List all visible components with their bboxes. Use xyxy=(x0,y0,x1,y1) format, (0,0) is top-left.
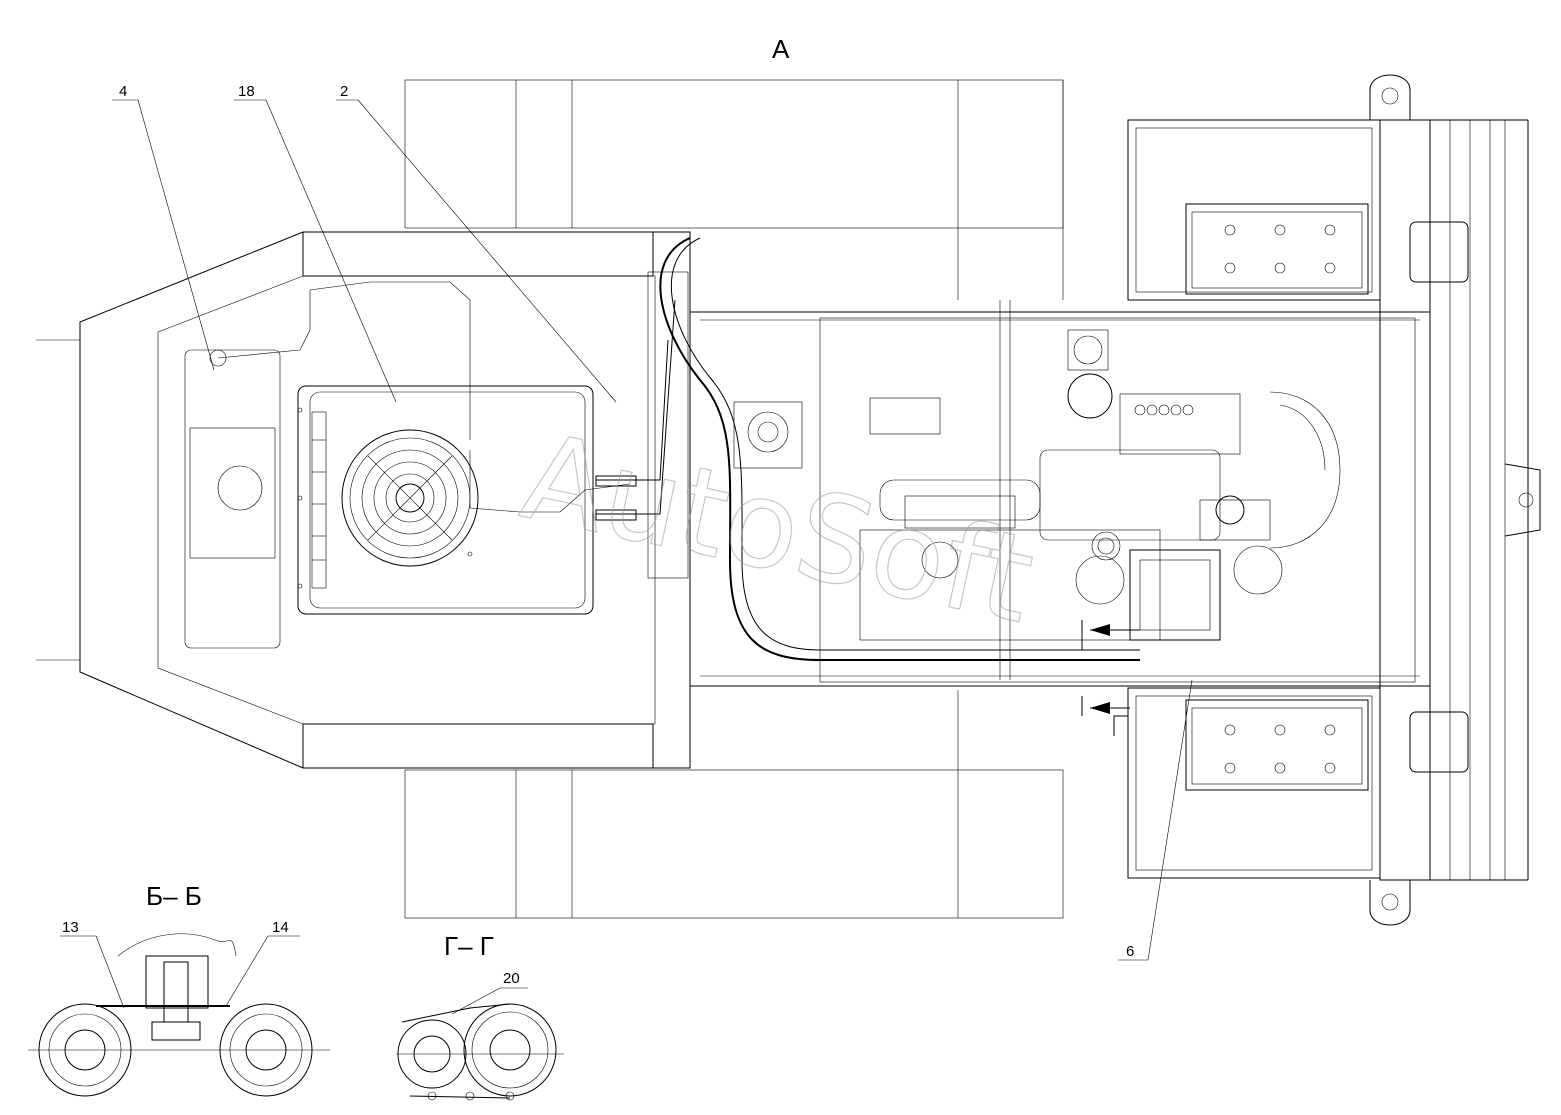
callout-13: 13 xyxy=(62,919,79,936)
engine xyxy=(733,300,1341,680)
section-bb-title: Б– Б xyxy=(146,881,202,911)
section-gg-title: Г– Г xyxy=(444,931,494,961)
callout-6: 6 xyxy=(1126,943,1134,960)
heater-unit xyxy=(297,385,594,615)
front-bumper xyxy=(1369,74,1541,926)
battery-box-top xyxy=(1127,119,1381,301)
callout-20: 20 xyxy=(503,970,520,987)
section-markers xyxy=(1081,620,1140,736)
callout-18: 18 xyxy=(238,83,255,100)
callout-4: 4 xyxy=(119,83,127,100)
hose-lines xyxy=(595,237,1140,661)
view-label-a: А xyxy=(772,34,790,64)
section-gg-detail: Г– Г 20 xyxy=(396,931,564,1101)
callout-2: 2 xyxy=(340,83,348,100)
leader-lines xyxy=(112,99,1193,961)
watermark: AutoSoft xyxy=(511,407,1044,650)
battery-box-bottom xyxy=(1127,687,1381,879)
cab xyxy=(36,231,691,769)
section-bb-detail: Б– Б 13 14 xyxy=(28,881,330,1097)
callout-14: 14 xyxy=(272,919,289,936)
